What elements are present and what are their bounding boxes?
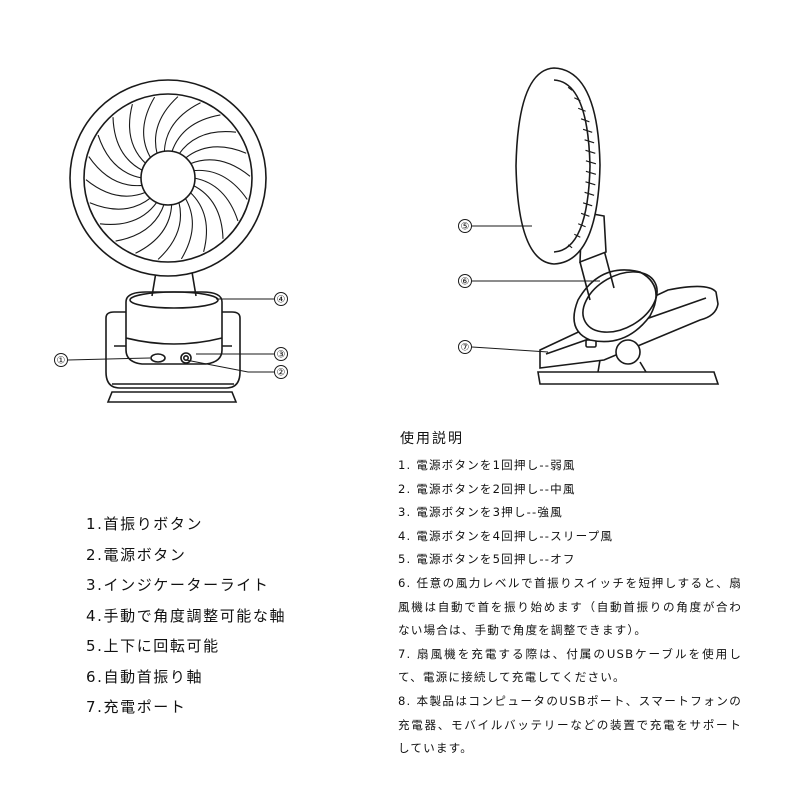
side-fan-rib xyxy=(577,107,586,112)
fan-blade xyxy=(189,159,251,177)
fan-side-view xyxy=(515,67,720,385)
front-base-plate xyxy=(106,391,238,403)
side-fan-rib xyxy=(574,233,581,238)
parts-list: 1.首振りボタン 2.電源ボタン 3.インジケーターライト 4.手動で角度調整可… xyxy=(86,512,286,726)
instruction-item: 7. 扇風機を充電する際は、付属のUSBケーブルを使用して、電源に接続して充電し… xyxy=(398,646,742,685)
instruction-item: 2. 電源ボタンを2回押し--中風 xyxy=(398,481,576,496)
instructions-list: 1. 電源ボタンを1回押し--弱風 2. 電源ボタンを2回押し--中風 3. 電… xyxy=(398,454,742,761)
fan-blade xyxy=(163,102,201,153)
fan-blade xyxy=(115,203,165,242)
front-callout-lines xyxy=(67,298,274,373)
side-fan-rib xyxy=(580,118,590,123)
fan-blade xyxy=(193,177,239,222)
side-fan-rib xyxy=(582,128,593,133)
oscillation-button-icon xyxy=(150,353,166,363)
front-callout-markers xyxy=(54,292,288,379)
side-fan-rib xyxy=(584,191,595,196)
front-fan-hub xyxy=(140,150,196,206)
fan-diagram: ④ ③ ② ① ⑤ ⑥ ⑦ xyxy=(54,67,720,403)
side-hinge xyxy=(615,339,641,365)
side-fan-rib xyxy=(585,160,597,165)
fan-blades xyxy=(85,96,251,260)
fan-blade xyxy=(180,197,193,260)
side-fan-rib xyxy=(574,97,581,102)
side-callout-lines xyxy=(471,225,600,353)
part-item: 7.充電ポート xyxy=(86,698,187,716)
instructions-section: 使用説明 1. 電源ボタンを1回押し--弱風 2. 電源ボタンを2回押し--中風… xyxy=(398,428,742,761)
fan-blade xyxy=(143,96,156,159)
part-item: 5.上下に回転可能 xyxy=(86,637,220,655)
front-pedestal xyxy=(125,291,223,365)
fan-blade xyxy=(178,131,237,155)
fan-blade xyxy=(97,134,143,179)
fan-blade xyxy=(184,146,247,159)
fan-blade xyxy=(157,201,182,260)
front-neck xyxy=(151,271,197,297)
callout-1: ① xyxy=(57,356,66,367)
fan-blade xyxy=(192,184,224,239)
side-fan-rib xyxy=(567,244,573,249)
part-item: 2.電源ボタン xyxy=(86,545,187,564)
side-base-plate xyxy=(537,371,720,385)
front-fan-ring-inner xyxy=(83,93,253,263)
part-item: 1.首振りボタン xyxy=(86,515,204,533)
fan-blade xyxy=(189,191,207,253)
callout-4: ④ xyxy=(277,295,286,306)
fan-blade xyxy=(88,156,144,187)
callout-7: ⑦ xyxy=(461,343,470,354)
part-item: 3.インジケーターライト xyxy=(86,576,270,594)
part-item: 4.手動で角度調整可能な軸 xyxy=(86,606,287,625)
instruction-item: 6. 任意の風力レベルで首振りスイッチを短押しすると、扇風機は自動で首を振り始め… xyxy=(398,575,742,638)
side-fan-rib xyxy=(585,170,597,175)
fan-blade xyxy=(129,103,147,165)
side-fan-rib xyxy=(577,223,586,228)
callout-6: ⑥ xyxy=(461,277,470,288)
side-fan-ring xyxy=(515,67,601,265)
side-fan-rib xyxy=(585,149,596,154)
fan-blade xyxy=(99,201,158,225)
part-item: 6.自動首振り軸 xyxy=(86,667,204,686)
instruction-item: 5. 電源ボタンを5回押し--オフ xyxy=(398,552,576,567)
fan-front-view xyxy=(69,79,267,403)
side-fan-rib xyxy=(584,139,595,144)
instruction-item: 3. 電源ボタンを3押し--強風 xyxy=(398,505,563,520)
instruction-item: 1. 電源ボタンを1回押し--弱風 xyxy=(398,458,576,472)
instruction-item: 8. 本製品はコンピュータのUSBポート、スマートフォンの充電器、モバイルバッテ… xyxy=(398,693,742,756)
fan-blade xyxy=(135,203,173,254)
fan-blade xyxy=(89,197,152,210)
side-callout-markers xyxy=(458,219,472,354)
side-fan-rib xyxy=(567,86,573,91)
fan-blade xyxy=(112,117,144,172)
side-fan-ribs xyxy=(567,86,597,249)
side-fan-rib xyxy=(580,212,590,217)
instruction-item: 4. 電源ボタンを4回押し--スリープ風 xyxy=(398,528,614,543)
fan-blade xyxy=(154,96,179,155)
callout-3: ③ xyxy=(277,350,286,361)
fan-blade xyxy=(171,114,221,153)
side-fan-rib xyxy=(585,181,596,186)
instructions-title: 使用説明 xyxy=(400,431,464,447)
fan-blade xyxy=(192,169,248,200)
fan-blade xyxy=(85,179,147,197)
callout-2: ② xyxy=(277,368,286,379)
callout-5: ⑤ xyxy=(461,222,470,233)
power-button-icon xyxy=(180,352,192,364)
side-fan-rib xyxy=(582,202,593,207)
